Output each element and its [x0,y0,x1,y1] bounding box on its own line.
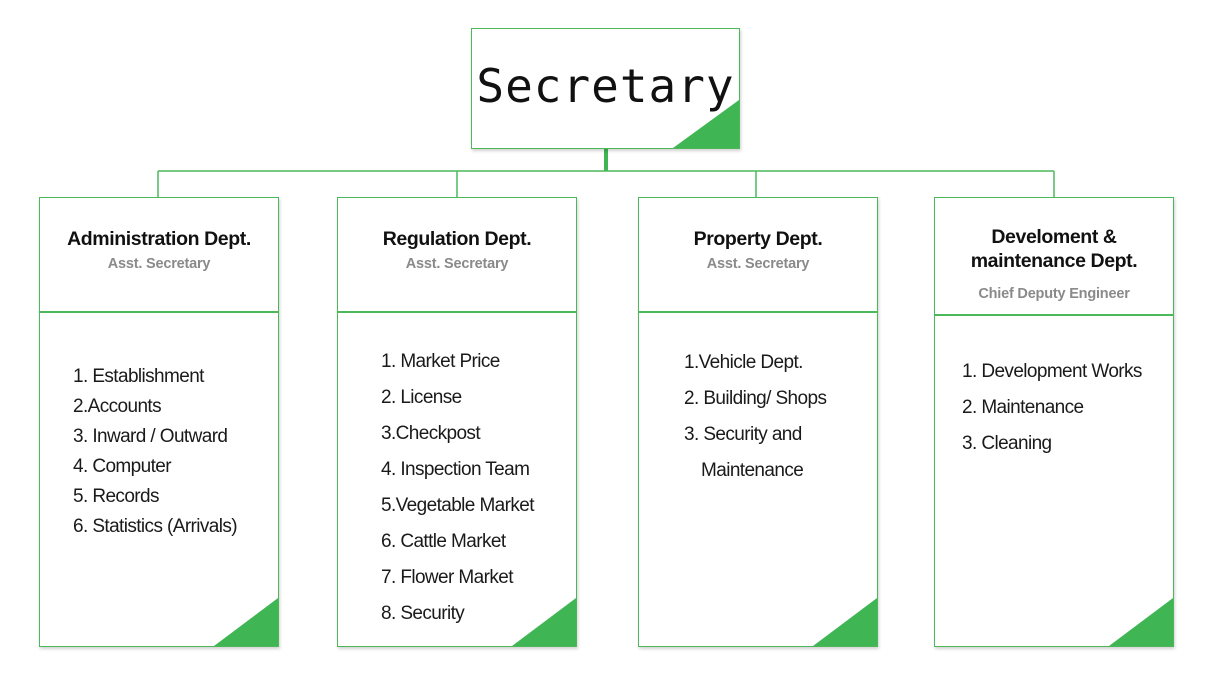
list-item: 1. Establishment [73,366,204,387]
dept-header: Regulation Dept. Asst. Secretary [338,198,576,313]
dept-item-list: 1. Development Works 2. Maintenance 3. C… [962,354,1142,462]
list-item: 5.Vegetable Market [381,495,535,516]
dept-head-title: Asst. Secretary [405,256,509,272]
dept-box-property: Property Dept. Asst. Secretary 1.Vehicle… [638,197,878,647]
dept-box-development-maintenance: Develoment & maintenance Dept. Chief Dep… [934,197,1174,647]
list-item: 7. Flower Market [381,567,513,588]
list-item: 4. Computer [73,456,172,477]
list-item: 3. Cleaning [962,433,1052,454]
dept-header: Administration Dept. Asst. Secretary [40,198,278,313]
dept-header: Develoment & maintenance Dept. Chief Dep… [935,198,1173,316]
list-item: 1. Development Works [962,361,1142,382]
dept-name: Develoment & maintenance Dept. [935,225,1173,273]
dept-box-administration: Administration Dept. Asst. Secretary 1. … [39,197,279,647]
dept-name: Regulation Dept. [382,228,532,250]
list-item: 3. Inward / Outward [73,426,228,447]
dept-box-regulation: Regulation Dept. Asst. Secretary 1. Mark… [337,197,577,647]
list-item: 2.Accounts [73,396,162,417]
dept-item-list: 1. Market Price 2. License 3.Checkpost 4… [381,344,535,632]
corner-accent [214,598,278,646]
corner-accent [673,100,739,148]
list-item: 3. Security and [684,424,802,445]
list-item: 2. License [381,387,462,408]
dept-item-list: 1.Vehicle Dept. 2. Building/ Shops 3. Se… [684,345,827,489]
dept-name: Property Dept. [693,228,823,250]
dept-header: Property Dept. Asst. Secretary [639,198,877,313]
list-item: 3.Checkpost [381,423,481,444]
list-item: 6. Cattle Market [381,531,506,552]
dept-name-line: Develoment & [991,226,1117,248]
list-item: 8. Security [381,603,465,624]
list-item-continuation: Maintenance [701,460,804,481]
list-item: 4. Inspection Team [381,459,530,480]
secretary-box: Secretary [471,28,740,149]
dept-name-line: maintenance Dept. [970,250,1138,272]
list-item: 6. Statistics (Arrivals) [73,516,238,537]
corner-accent [512,598,576,646]
dept-head-title: Asst. Secretary [706,256,810,272]
corner-accent [1109,598,1173,646]
list-item: 2. Building/ Shops [684,388,827,409]
dept-head-title: Chief Deputy Engineer [978,286,1130,302]
list-item: 2. Maintenance [962,397,1084,418]
dept-head-title: Asst. Secretary [107,256,211,272]
corner-accent [813,598,877,646]
list-item: 1.Vehicle Dept. [684,352,803,373]
dept-item-list: 1. Establishment 2.Accounts 3. Inward / … [73,362,238,542]
list-item: 1. Market Price [381,351,500,372]
dept-name: Administration Dept. [67,228,251,250]
list-item: 5. Records [73,486,159,507]
